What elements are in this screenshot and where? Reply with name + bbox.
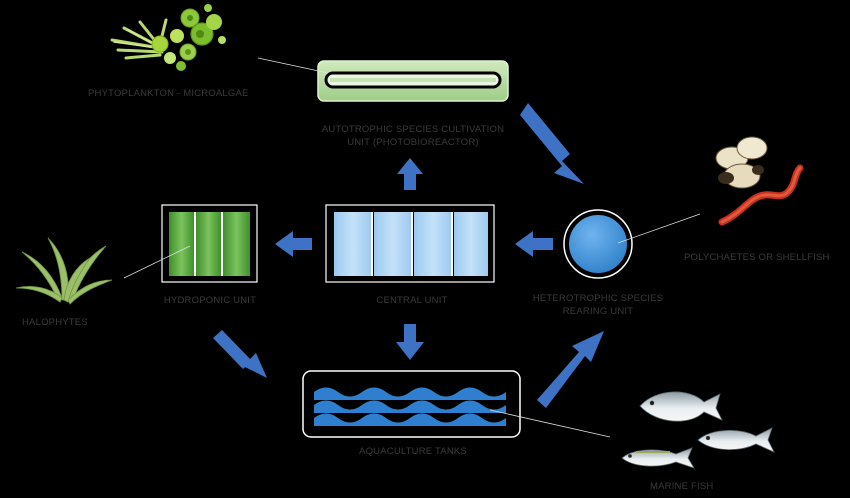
polychaete-illustration (718, 164, 804, 226)
label-halophytes: HALOPHYTES (22, 317, 88, 328)
label-aquaculture-tanks: AQUACULTURE TANKS (359, 446, 467, 457)
arrow-central-to-hydroponic (275, 231, 312, 257)
label-heterotrophic-line1: HETEROTROPHIC SPECIES (532, 293, 664, 304)
central-unit (325, 204, 495, 283)
label-autotrophic-line1: AUTOTROPHIC SPECIES CULTIVATION (321, 124, 505, 135)
flow-arrows (213, 103, 604, 408)
aquaculture-tanks (302, 370, 521, 438)
label-hydroponic-unit: HYDROPONIC UNIT (163, 295, 257, 306)
hydroponic-unit (161, 204, 258, 283)
label-heterotrophic-line2: REARING UNIT (562, 306, 634, 317)
heterotrophic-unit (563, 209, 633, 279)
arrow-hydroponic-to-aquaculture-shaft (213, 330, 252, 369)
arrow-pbr-to-heterotrophic (520, 103, 584, 184)
arrow-heterotrophic-to-central (515, 231, 553, 257)
label-polychaetes: POLYCHAETES or SHELLFISH (684, 252, 830, 263)
photobioreactor-unit (317, 60, 509, 102)
label-central-unit: CENTRAL UNIT (376, 295, 448, 306)
halophyte-illustration (15, 237, 113, 305)
arrow-central-to-pbr (397, 158, 423, 190)
arrow-central-to-aquaculture (396, 324, 424, 360)
shellfish-illustration (715, 136, 768, 189)
fish-illustration (621, 391, 775, 469)
label-autotrophic-line2: UNIT (PHOTOBIOREACTOR) (347, 137, 479, 148)
arrow-aquaculture-to-heterotrophic (537, 331, 604, 408)
connector-lines (123, 57, 701, 438)
microalgae-illustration (110, 4, 226, 71)
label-phytoplankton: PHYTOPLANKTON - MICROALGAE (88, 88, 249, 99)
label-marine-fish: MARINE FISH (650, 481, 714, 492)
